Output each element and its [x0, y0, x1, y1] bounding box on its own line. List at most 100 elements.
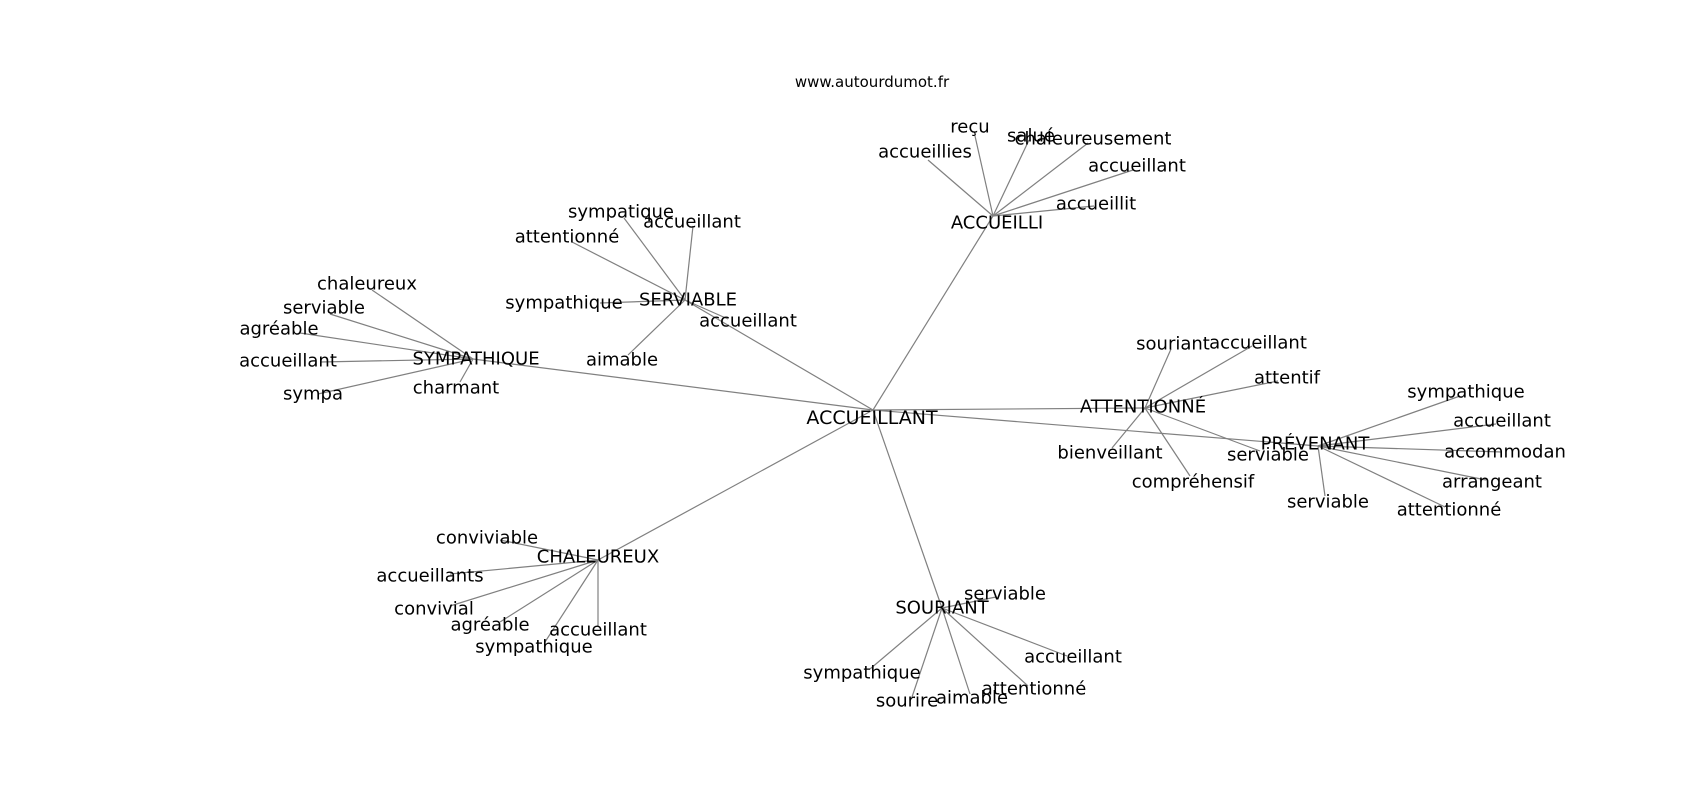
leaf-node-sympathique-charmant[interactable]: charmant [413, 378, 499, 399]
leaf-node-accueilli-accueillant[interactable]: accueillant [1088, 156, 1186, 177]
edge-attentionne-serviable [1144, 407, 1261, 452]
edge-souriant-sympathique [869, 607, 943, 670]
edge-sympathique-agreable [299, 332, 474, 360]
leaf-node-souriant-sympathique[interactable]: sympathique [803, 663, 920, 684]
leaf-node-souriant-accueillant[interactable]: accueillant [1024, 647, 1122, 668]
edge-root-serviable [684, 299, 874, 411]
edge-accueilli-chaleureusement [992, 142, 1089, 217]
leaf-node-sympathique-chaleureux[interactable]: chaleureux [317, 274, 417, 295]
edge-serviable-sympathique [599, 299, 686, 304]
leaf-node-chaleureux-sympathique[interactable]: sympathique [475, 637, 592, 658]
leaf-node-attentionne-attentif[interactable]: attentif [1254, 368, 1321, 389]
leaf-node-accueilli-recu[interactable]: reçu [950, 117, 989, 138]
labels-layer: ACCUEILLANT ACCUEILLI reçu accueillies salué… [239, 117, 1566, 712]
leaf-node-prevenant-attentionne[interactable]: attentionné [1397, 500, 1502, 521]
edge-accueilli-salue [992, 139, 1030, 217]
edge-root-prevenant [872, 409, 1319, 447]
leaf-node-accueilli-accueillit[interactable]: accueillit [1056, 194, 1136, 215]
leaf-node-accueilli-accueillies[interactable]: accueillies [878, 142, 972, 163]
edge-prevenant-attentionne [1317, 445, 1446, 508]
leaf-node-prevenant-accueillant[interactable]: accueillant [1453, 411, 1551, 432]
hub-node-attentionne[interactable]: ATTENTIONNÉ [1080, 396, 1206, 418]
edge-prevenant-serviable [1317, 445, 1326, 497]
hub-node-serviable[interactable]: SERVIABLE [639, 290, 737, 311]
edge-sympathique-chaleureux [371, 289, 474, 360]
leaf-node-attentionne-accueillant[interactable]: accueillant [1209, 333, 1307, 354]
leaf-node-sympathique-agreable[interactable]: agréable [239, 319, 318, 340]
leaf-node-serviable-sympathique[interactable]: sympathique [505, 293, 622, 314]
edge-attentionne-souriant [1144, 348, 1172, 409]
leaf-node-serviable-accueillant-top[interactable]: accueillant [643, 212, 741, 233]
edge-attentionne-bienveillant [1111, 407, 1146, 449]
leaf-node-souriant-serviable[interactable]: serviable [964, 584, 1046, 605]
edges-layer [299, 135, 1503, 698]
leaf-node-attentionne-bienveillant[interactable]: bienveillant [1057, 443, 1162, 464]
leaf-node-serviable-sympatique[interactable]: sympatique [568, 202, 674, 223]
leaf-node-prevenant-serviable[interactable]: serviable [1287, 492, 1369, 513]
edge-sympathique-accueillant [319, 358, 474, 363]
root-node-label[interactable]: ACCUEILLANT [806, 407, 938, 429]
leaf-node-prevenant-sympathique[interactable]: sympathique [1407, 382, 1524, 403]
edge-sympathique-sympa [317, 358, 474, 395]
leaf-node-attentionne-souriant[interactable]: souriant [1136, 334, 1210, 355]
hub-node-prevenant[interactable]: PRÉVENANT [1261, 433, 1371, 455]
edge-souriant-attentionne [941, 607, 1029, 687]
edge-sympathique-serviable [329, 313, 474, 360]
edge-prevenant-sympathique [1317, 395, 1461, 447]
edge-souriant-aimable [941, 607, 971, 695]
edge-chaleureux-convivial [449, 559, 599, 607]
leaf-node-souriant-aimable[interactable]: aimable [936, 688, 1008, 709]
edge-souriant-sourire [911, 607, 943, 698]
leaf-node-sympathique-accueillant[interactable]: accueillant [239, 351, 337, 372]
leaf-node-serviable-aimable[interactable]: aimable [586, 350, 658, 371]
edge-prevenant-arrangeant [1317, 445, 1487, 481]
leaf-node-serviable-attentionne[interactable]: attentionné [515, 227, 620, 248]
leaf-node-attentionne-serviable[interactable]: serviable [1227, 445, 1309, 466]
hub-node-sympathique[interactable]: SYMPATHIQUE [412, 349, 539, 370]
edge-attentionne-attentif [1144, 380, 1279, 409]
edge-chaleureux-sympathique [544, 559, 599, 643]
edge-souriant-serviable [941, 596, 997, 609]
leaf-node-accueilli-chaleureusement[interactable]: chaleureusement [1015, 129, 1172, 150]
leaf-node-sympathique-sympa[interactable]: sympa [283, 384, 343, 405]
edge-root-chaleureux [597, 409, 874, 561]
edge-sympathique-charmant [459, 358, 474, 383]
edge-serviable-accueillant [684, 299, 729, 320]
leaf-node-chaleureux-accueillants[interactable]: accueillants [376, 566, 483, 587]
edge-serviable-aimable [627, 299, 686, 356]
edge-accueilli-accueillies [927, 159, 994, 217]
edge-root-attentionne [872, 407, 1146, 411]
edge-root-accueilli [872, 215, 994, 411]
edge-serviable-sympatique [623, 217, 686, 301]
leaf-node-attentionne-comprehensif[interactable]: compréhensif [1132, 472, 1255, 493]
hub-node-accueilli[interactable]: ACCUEILLI [951, 213, 1043, 234]
edge-accueilli-recu [974, 135, 994, 217]
edge-accueilli-accueillant [992, 169, 1134, 217]
hub-node-chaleureux[interactable]: CHALEUREUX [537, 547, 659, 568]
leaf-node-sympathique-serviable[interactable]: serviable [283, 298, 365, 319]
edge-chaleureux-agreable [499, 559, 599, 623]
leaf-node-chaleureux-accueillant[interactable]: accueillant [549, 620, 647, 641]
edge-serviable-attentionne [571, 241, 686, 301]
edge-accueilli-accueillit [992, 205, 1095, 217]
leaf-node-chaleureux-convivial[interactable]: convivial [394, 599, 474, 620]
edge-prevenant-accommodan [1317, 445, 1503, 453]
leaf-node-chaleureux-agreable[interactable]: agréable [450, 615, 529, 636]
edge-prevenant-accueillant [1317, 423, 1497, 447]
site-credit[interactable]: www.autourdumot.fr [795, 73, 950, 91]
edge-attentionne-accueillant [1144, 345, 1253, 409]
leaf-node-souriant-sourire[interactable]: sourire [876, 691, 938, 712]
leaf-node-prevenant-arrangeant[interactable]: arrangeant [1442, 472, 1542, 493]
edge-souriant-accueillant [941, 607, 1068, 657]
leaf-node-accueilli-salue[interactable]: salué [1007, 126, 1055, 147]
leaf-node-prevenant-accommodan[interactable]: accommodan [1444, 442, 1566, 463]
leaf-node-souriant-attentionne[interactable]: attentionné [982, 679, 1087, 700]
edge-serviable-accueillant-top [684, 225, 694, 301]
edge-chaleureux-conviviable [499, 539, 599, 561]
edge-attentionne-comprehensif [1144, 407, 1191, 477]
edge-chaleureux-accueillants [449, 559, 599, 575]
hub-node-souriant[interactable]: SOURIANT [895, 598, 989, 619]
leaf-node-chaleureux-conviviable[interactable]: conviviable [436, 528, 538, 549]
leaf-node-serviable-accueillant[interactable]: accueillant [699, 311, 797, 332]
